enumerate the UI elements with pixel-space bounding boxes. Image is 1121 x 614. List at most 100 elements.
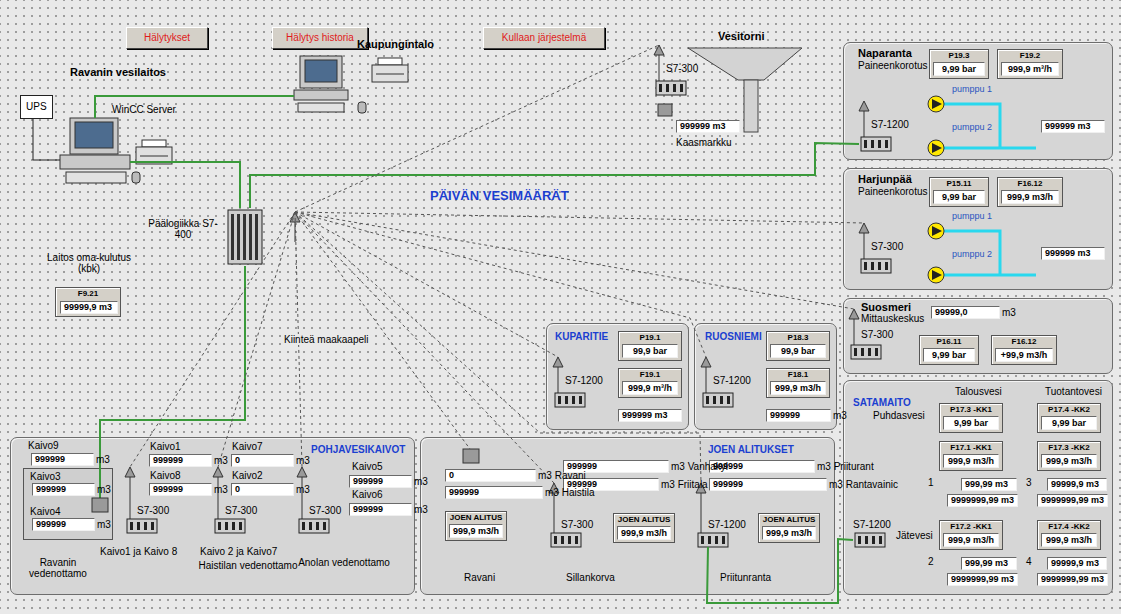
water-tower (744, 80, 758, 132)
value-field: 999999 m3 (618, 409, 682, 422)
label-text: F19.2 (998, 51, 1062, 61)
label-text: S7-300 (137, 505, 169, 516)
label-text: 999,9 m³/h (1001, 62, 1059, 76)
meter-frame: F9.2199999,9 m3 (55, 287, 121, 317)
meter-box: P15.119,99 bar (929, 177, 989, 207)
antenna-mast (558, 367, 559, 393)
label-text: P18.3 (767, 333, 829, 343)
plc-slot (871, 140, 874, 148)
label-text: S7-1200 (713, 375, 751, 386)
label-text: 4 (1026, 556, 1032, 567)
plc-slot (864, 140, 867, 148)
label-text: S7-300 (225, 505, 257, 516)
label-text: 999999 (350, 504, 411, 515)
value-field: 999999m3 (349, 503, 412, 516)
rtu-box (92, 498, 108, 512)
rack-slot (237, 214, 240, 260)
plc-body (299, 519, 329, 533)
station-panel: RUOSNIEMIS7-1200P18.399,9 barF18.1999,9 … (694, 323, 837, 430)
antenna-mast (659, 55, 660, 81)
plc-slot (558, 396, 561, 404)
meter-box: P18.399,9 bar (766, 331, 830, 361)
value-field: 99999,9 m3 (1047, 478, 1107, 491)
value-field: 99999,9 m3 (1047, 557, 1107, 570)
label-text: Hälytykset (127, 28, 207, 48)
power-line (33, 119, 60, 160)
label-text: 9999999,99 m3 (948, 495, 1017, 506)
label-text: S7-1200 (708, 519, 746, 530)
plc-slot (885, 262, 888, 270)
plc-slot (701, 536, 704, 544)
value-field: 999999m3 Vanhakyl (563, 460, 669, 473)
plc-slot (302, 522, 305, 530)
antenna-mast (701, 493, 702, 533)
station-panel: KUPARITIES7-1200P19.199,9 barF19.1999,9 … (546, 323, 689, 430)
meter-box: JOEN ALITUS999,9 m3/h (758, 513, 820, 543)
label-text: S7-300 (666, 63, 698, 74)
plc-icon (696, 483, 752, 547)
label-text: Ravanin vedenottamo (12, 557, 104, 579)
label-text: 999999 m3 (619, 410, 681, 421)
label-text: Priitunranta (720, 572, 771, 583)
plc-unit: S7-1200 (701, 357, 757, 407)
value-field: 999,99 m3 (961, 557, 1017, 570)
computer-icon (66, 172, 126, 183)
plc-slot (579, 396, 582, 404)
value-field: 9999999,99 m3 (947, 494, 1018, 507)
label-text: 999,99 m3 (962, 558, 1016, 569)
label-text: Naparanta (858, 47, 912, 59)
label-text: Ravanin vesilaitos (70, 66, 166, 78)
value-field: 999,99 m3 (961, 478, 1017, 491)
label-text: m3 (214, 454, 228, 467)
label-text: SATAMAITO (853, 397, 911, 408)
label-text: Paineenkorotus (858, 186, 928, 197)
printer-icon (142, 140, 166, 147)
rack-body (228, 210, 262, 264)
label-text: 9,99 bar (923, 348, 975, 362)
plc-body (215, 519, 245, 533)
radio-link (295, 212, 470, 449)
label-text: Suosmeri (861, 301, 911, 313)
label-text: Kaupungintalo (357, 38, 434, 50)
label-text: 999,9 m³/h (622, 381, 678, 395)
value-field: 999999m3 (32, 518, 95, 531)
label-text: 9,99 bar (1041, 416, 1097, 430)
pump-symbol (928, 140, 944, 156)
plc-slot (875, 348, 878, 356)
label-text: m3 (97, 483, 111, 496)
value-field: 9999999,99 m3 (947, 573, 1018, 586)
radio-link (295, 45, 659, 212)
antenna-mast (706, 367, 707, 393)
label-text: P15.11 (930, 179, 988, 189)
computer-icon (298, 103, 344, 112)
label-text: Kaasmarkku (676, 137, 732, 148)
label-text: 3 (1026, 477, 1032, 488)
computer-icon (70, 118, 118, 154)
plc-slot (151, 522, 154, 530)
plc-slot (572, 396, 575, 404)
antenna-mast (130, 477, 131, 519)
rack-slot (255, 214, 258, 260)
label-text: m3 Priiturant (817, 460, 874, 473)
pump-symbol (928, 267, 944, 283)
meter-box: F16.12+99,9 m3/h (991, 335, 1057, 365)
radio-link (295, 212, 470, 449)
meter-box: F17.3 -KK2999,9 m3/h (1037, 441, 1101, 471)
antenna (297, 467, 307, 477)
label-text: UPS (21, 96, 52, 118)
plc-slot (561, 536, 564, 544)
label-text: P17.4 -KK2 (1038, 405, 1100, 415)
antenna (125, 467, 135, 477)
plc-slot (568, 536, 571, 544)
label-text: F17.4 -KK2 (1038, 522, 1100, 532)
plc-body (698, 533, 728, 547)
label-text: 99999,0 (932, 307, 999, 318)
label-text: Vesitorni (718, 30, 764, 42)
plc-slot (727, 396, 730, 404)
label-text: Kaivo8 (150, 470, 181, 481)
plc-slot (316, 522, 319, 530)
cable-link (250, 143, 859, 208)
rtu-box (658, 104, 672, 116)
station-panel: JOEN ALITUKSET0m3 Ravani999999m3 Haistil… (420, 437, 835, 595)
label-text: 9999999,99 m3 (1038, 574, 1107, 585)
